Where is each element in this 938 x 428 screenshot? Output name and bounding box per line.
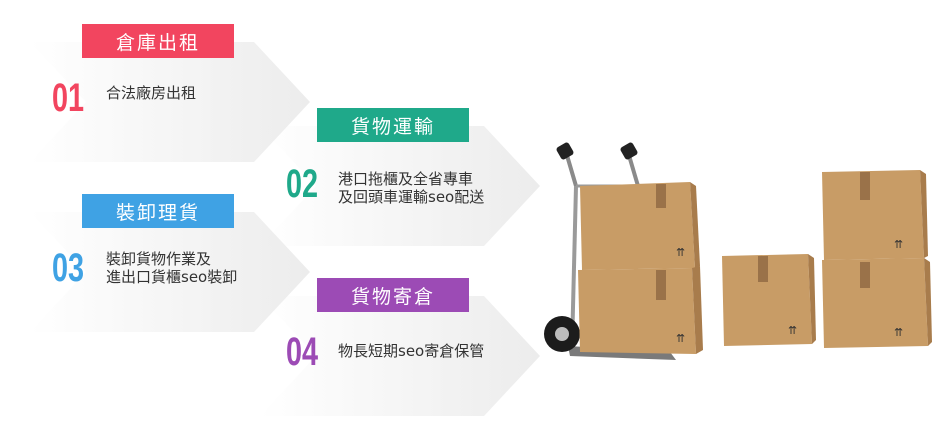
service-3-text: 裝卸貨物作業及 進出口貨櫃seo裝卸 <box>106 250 238 286</box>
service-2-number: 02 <box>286 162 319 206</box>
hand-truck-boxes-illustration: ⇈ ⇈ ⇈ ⇈ ⇈ <box>544 142 932 360</box>
hand-truck <box>544 142 676 360</box>
svg-text:⇈: ⇈ <box>894 238 903 251</box>
service-1-text: 合法廠房出租 <box>106 84 197 102</box>
service-1-badge: 倉庫出租 <box>82 24 234 58</box>
svg-text:⇈: ⇈ <box>676 246 685 259</box>
service-3-badge: 裝卸理貨 <box>82 194 234 228</box>
service-2-badge: 貨物運輸 <box>317 108 469 142</box>
box-truck-top: ⇈ <box>580 182 700 270</box>
service-1-number: 01 <box>52 76 85 120</box>
box-right-top: ⇈ <box>822 170 928 260</box>
service-4-text: 物長短期seo寄倉保管 <box>338 342 485 360</box>
service-2-text: 港口拖櫃及全省專車 及回頭車運輸seo配送 <box>338 170 485 206</box>
svg-text:⇈: ⇈ <box>788 324 797 337</box>
service-4-badge: 貨物寄倉 <box>317 278 469 312</box>
box-right-bottom: ⇈ <box>822 258 932 348</box>
box-middle: ⇈ <box>722 254 816 346</box>
svg-text:⇈: ⇈ <box>894 326 903 339</box>
svg-text:⇈: ⇈ <box>676 332 685 345</box>
box-truck-bottom: ⇈ <box>578 266 703 354</box>
service-4-number: 04 <box>286 330 319 374</box>
service-3-number: 03 <box>52 246 85 290</box>
